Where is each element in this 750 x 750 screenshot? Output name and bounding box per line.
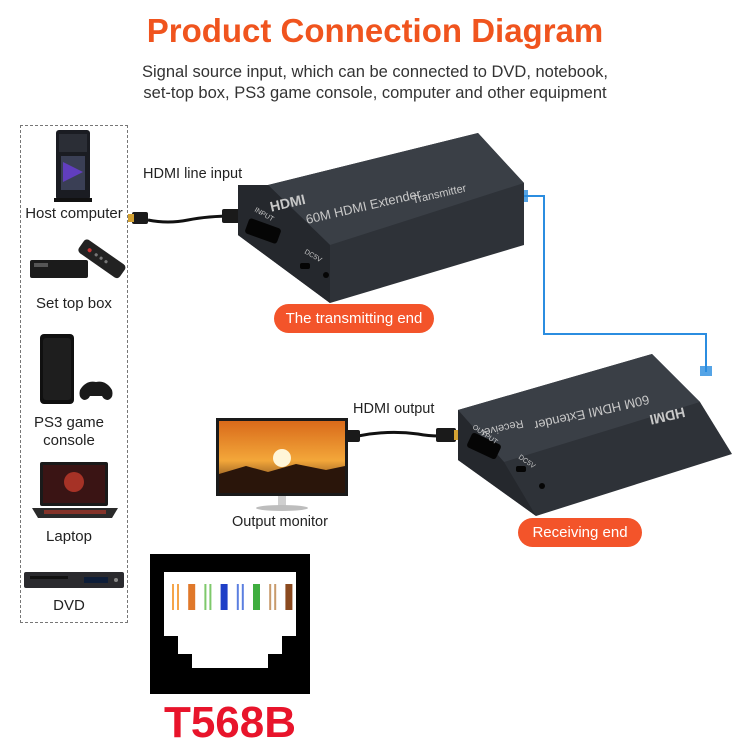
hdmi-output-cable xyxy=(357,430,441,438)
hdmi-input-label: HDMI line input xyxy=(143,166,243,182)
network-cable xyxy=(520,195,707,372)
transmitter-logo: HDMI xyxy=(268,191,306,215)
receiving-end-badge: Receiving end xyxy=(518,518,642,547)
source-label-dvd: DVD xyxy=(53,597,85,614)
transmitter-device: HDMI 60M HDMI Extender Transmitter INPUT… xyxy=(238,133,524,303)
hdmi-output-plug-left xyxy=(346,430,360,442)
receiver-device: HDMI 60M HDMI Extender Receiver OUTPUT D… xyxy=(458,354,732,516)
rj45-pin-6 xyxy=(253,584,260,610)
diagram-title: Product Connection Diagram xyxy=(146,12,604,49)
laptop-icon xyxy=(32,462,118,518)
hdmi-input-cable xyxy=(147,214,235,224)
rj45-pins xyxy=(172,584,293,610)
receiver-logo: HDMI xyxy=(648,404,686,428)
rj45-pin-2 xyxy=(188,584,196,610)
tower-pc-icon xyxy=(54,130,92,202)
rj45-pin-stripe-1 xyxy=(174,584,177,610)
output-monitor-label: Output monitor xyxy=(232,514,328,530)
source-label-host-computer: Host computer xyxy=(25,205,123,222)
source-label-ps3: PS3 game console xyxy=(33,414,105,449)
t568b-label: T568B xyxy=(163,698,297,747)
subtitle-line-2: set-top box, PS3 game console, computer … xyxy=(143,84,607,102)
source-devices-panel xyxy=(20,125,128,623)
rj45-pin-stripe-3 xyxy=(206,584,210,610)
rj45-connector-icon xyxy=(150,554,310,694)
hdmi-output-label: HDMI output xyxy=(353,401,435,417)
dvd-player-icon xyxy=(24,572,124,588)
rj45-socket-outline xyxy=(164,572,296,668)
subtitle-line-1: Signal source input, which can be connec… xyxy=(142,63,608,81)
ps3-console-icon xyxy=(40,334,113,404)
rj45-pin-4 xyxy=(220,584,228,610)
hdmi-input-plug-left xyxy=(132,212,148,224)
hdmi-output-plug-right xyxy=(436,428,456,442)
transmitting-end-badge: The transmitting end xyxy=(274,304,434,333)
source-label-set-top-box: Set top box xyxy=(36,295,112,312)
rj45-pin-8 xyxy=(285,584,293,610)
rj45-pin-stripe-7 xyxy=(271,584,275,610)
source-label-laptop: Laptop xyxy=(46,528,92,545)
monitor-icon xyxy=(216,418,348,511)
diagram-subtitle: Signal source input, which can be connec… xyxy=(0,62,750,104)
rj45-pin-stripe-5 xyxy=(238,584,242,610)
set-top-box-icon xyxy=(30,239,126,279)
